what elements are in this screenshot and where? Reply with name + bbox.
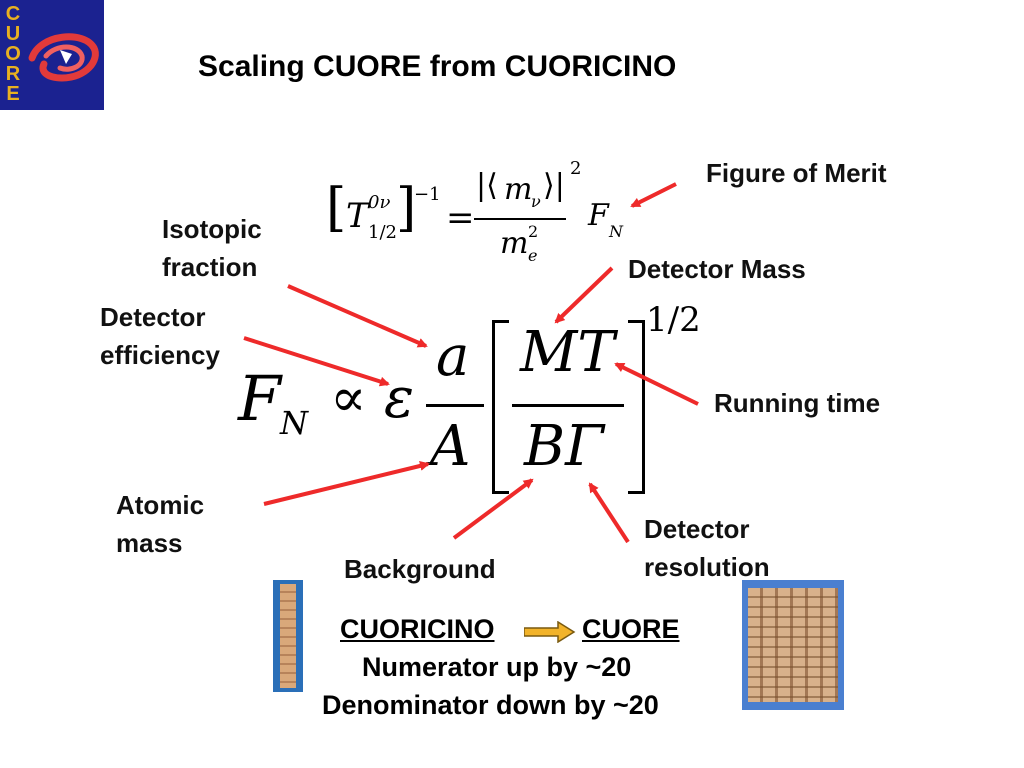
eq-F-sub: N — [609, 222, 623, 241]
logo-letters: C U O R E — [5, 4, 21, 104]
label-line: Detector — [100, 302, 206, 332]
label-line: fraction — [162, 252, 258, 282]
arrow-detector-mass — [554, 266, 614, 324]
eq-main-F-sub: N — [280, 404, 308, 442]
arrow-background — [452, 478, 534, 540]
eq-T-sub: 1/2 — [368, 222, 397, 243]
eq-main-exponent: 1/2 — [646, 300, 701, 340]
label-line: resolution — [644, 552, 770, 582]
fraction-bar — [474, 218, 566, 220]
eq-den-m: m — [500, 226, 529, 261]
fraction-bar — [426, 404, 484, 407]
abs-bracket: ⟩| — [543, 168, 565, 203]
arrow-detector-efficiency — [243, 336, 390, 387]
bracket-left — [492, 320, 509, 494]
slide-title: Scaling CUORE from CUORICINO — [198, 50, 677, 83]
eq-F: F — [588, 198, 609, 233]
fraction-bar — [512, 404, 624, 407]
eq-T: T — [346, 196, 369, 236]
bracket-right: ] — [396, 178, 417, 238]
cuore-logo: C U O R E — [0, 0, 104, 110]
label-cuore: CUORE — [582, 614, 680, 644]
numerator-note: Numerator up by ~20 — [362, 652, 632, 682]
label-detector-mass: Detector Mass — [628, 254, 806, 284]
eq-equals: = — [446, 198, 475, 238]
label-line: Atomic — [116, 490, 205, 520]
arrow-isotopic-fraction — [287, 284, 428, 348]
eq-den-sub: e — [528, 246, 538, 265]
arrow-running-time — [614, 362, 699, 406]
label-figure-of-merit: Figure of Merit — [706, 158, 887, 188]
abs-bracket: |⟨ — [476, 168, 498, 203]
label-running-time: Running time — [714, 388, 881, 418]
arrow-detector-resolution — [588, 482, 630, 544]
label-cuoricino: CUORICINO — [340, 614, 495, 644]
logo-letter: R — [5, 63, 21, 85]
logo-letter: E — [6, 83, 20, 105]
label-line: Isotopic — [162, 214, 262, 244]
arrow-figure-of-merit — [630, 182, 677, 208]
swirl-emblem-icon — [28, 33, 99, 82]
eq-main-a: a — [436, 324, 470, 389]
label-detector-efficiency: Detector efficiency — [100, 298, 220, 374]
label-line: Detector — [644, 514, 750, 544]
label-line: mass — [116, 528, 183, 558]
eq-m-sub: ν — [531, 192, 541, 211]
logo-letter: O — [5, 43, 21, 65]
bracket-left: [ — [326, 178, 347, 238]
eq-outer-exp: −1 — [414, 184, 441, 205]
bracket-right — [628, 320, 645, 494]
denominator-note: Denominator down by ~20 — [322, 690, 659, 720]
label-detector-resolution: Detector resolution — [644, 510, 770, 586]
transition-arrow-icon — [524, 621, 576, 643]
cuoricino-tower-photo — [273, 580, 303, 692]
logo-letter: C — [5, 3, 21, 25]
logo-letter: U — [5, 23, 21, 45]
eq-main-A: A — [430, 414, 471, 479]
eq-den-sup: 2 — [528, 222, 539, 241]
eq-main-BG: BΓ — [524, 414, 605, 479]
eq-main-MT: MT — [520, 320, 615, 385]
eq-m: m — [504, 172, 533, 207]
label-background: Background — [344, 554, 496, 584]
eq-main-F: F — [238, 362, 282, 435]
cuore-array-photo — [742, 580, 844, 710]
eq-num-exp: 2 — [570, 158, 582, 179]
label-line: efficiency — [100, 340, 220, 370]
label-atomic-mass: Atomic mass — [116, 486, 204, 562]
label-isotopic-fraction: Isotopic fraction — [162, 210, 262, 286]
arrow-atomic-mass — [263, 461, 430, 506]
eq-T-sup: 0ν — [368, 192, 391, 213]
